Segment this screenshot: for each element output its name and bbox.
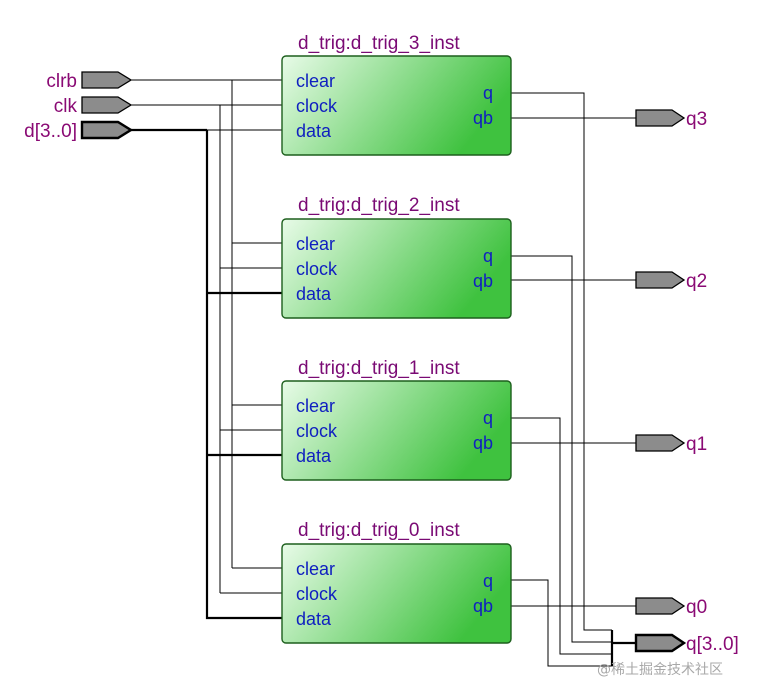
- port-q: q: [483, 571, 493, 591]
- output-pins: q3 q2 q1 q0 q[3..0]: [634, 109, 739, 655]
- output-pin-shape-q-bus: [634, 633, 687, 653]
- instance-title: d_trig:d_trig_2_inst: [298, 195, 460, 216]
- output-label-q3: q3: [686, 109, 707, 130]
- output-pin-q3[interactable]: q3: [635, 109, 707, 130]
- port-clock: clock: [296, 584, 338, 604]
- wire-q3: [511, 92, 612, 631]
- instance-body: [281, 55, 512, 156]
- port-qb: qb: [473, 271, 493, 291]
- instance-title: d_trig:d_trig_0_inst: [298, 520, 460, 541]
- instance-d-trig-2[interactable]: d_trig:d_trig_2_inst clear clock data q …: [281, 195, 512, 319]
- port-q: q: [483, 246, 493, 266]
- port-qb: qb: [473, 596, 493, 616]
- input-pin-shape-clk: [81, 96, 133, 114]
- input-label-clk: clk: [54, 96, 78, 117]
- port-data: data: [296, 446, 332, 466]
- port-data: data: [296, 121, 332, 141]
- port-qb: qb: [473, 433, 493, 453]
- input-pin-shape-clrb: [81, 71, 133, 89]
- output-label-q2: q2: [686, 271, 707, 292]
- wire-layer: [131, 79, 636, 667]
- output-pin-q0[interactable]: q0: [635, 597, 707, 618]
- output-pin-shape-q1: [635, 434, 686, 452]
- wire-q2: [511, 255, 612, 643]
- instance-title: d_trig:d_trig_3_inst: [298, 33, 460, 54]
- port-clear: clear: [296, 559, 335, 579]
- output-pin-q-bus[interactable]: q[3..0]: [634, 633, 739, 655]
- port-clear: clear: [296, 71, 335, 91]
- instance-title: d_trig:d_trig_1_inst: [298, 358, 460, 379]
- wire-d-bus: [131, 128, 283, 620]
- port-clock: clock: [296, 421, 338, 441]
- output-label-q-bus: q[3..0]: [686, 634, 739, 655]
- port-clock: clock: [296, 259, 338, 279]
- port-data: data: [296, 284, 332, 304]
- port-clock: clock: [296, 96, 338, 116]
- input-label-d: d[3..0]: [24, 121, 77, 142]
- port-clear: clear: [296, 396, 335, 416]
- input-pin-clk[interactable]: clk: [54, 96, 133, 117]
- input-label-clrb: clrb: [46, 71, 77, 92]
- input-pin-shape-d: [80, 120, 134, 140]
- port-qb: qb: [473, 108, 493, 128]
- wire-clrb: [131, 79, 283, 569]
- input-pin-clrb[interactable]: clrb: [46, 71, 133, 92]
- instance-body: [281, 218, 512, 319]
- wire-clk: [131, 104, 283, 594]
- port-data: data: [296, 609, 332, 629]
- port-q: q: [483, 83, 493, 103]
- output-pin-shape-q0: [635, 597, 686, 615]
- watermark-text: @稀土掘金技术社区: [597, 662, 723, 678]
- input-pin-d[interactable]: d[3..0]: [24, 120, 134, 142]
- output-pin-shape-q3: [635, 109, 686, 127]
- instance-d-trig-1[interactable]: d_trig:d_trig_1_inst clear clock data q …: [281, 358, 512, 481]
- output-label-q1: q1: [686, 434, 707, 455]
- port-clear: clear: [296, 234, 335, 254]
- port-q: q: [483, 408, 493, 428]
- instance-body: [281, 543, 512, 644]
- output-pin-q2[interactable]: q2: [635, 271, 707, 292]
- instance-blocks: d_trig:d_trig_3_inst clear clock data q …: [281, 33, 512, 644]
- output-pin-q1[interactable]: q1: [635, 434, 707, 455]
- instance-body: [281, 380, 512, 481]
- output-pin-shape-q2: [635, 271, 686, 289]
- instance-d-trig-3[interactable]: d_trig:d_trig_3_inst clear clock data q …: [281, 33, 512, 156]
- instance-d-trig-0[interactable]: d_trig:d_trig_0_inst clear clock data q …: [281, 520, 512, 644]
- output-label-q0: q0: [686, 597, 707, 618]
- wire-q1: [511, 417, 612, 655]
- input-pins: clrb clk d[3..0]: [24, 71, 134, 142]
- wire-q0: [511, 579, 613, 667]
- wire-q-bus: [610, 630, 636, 666]
